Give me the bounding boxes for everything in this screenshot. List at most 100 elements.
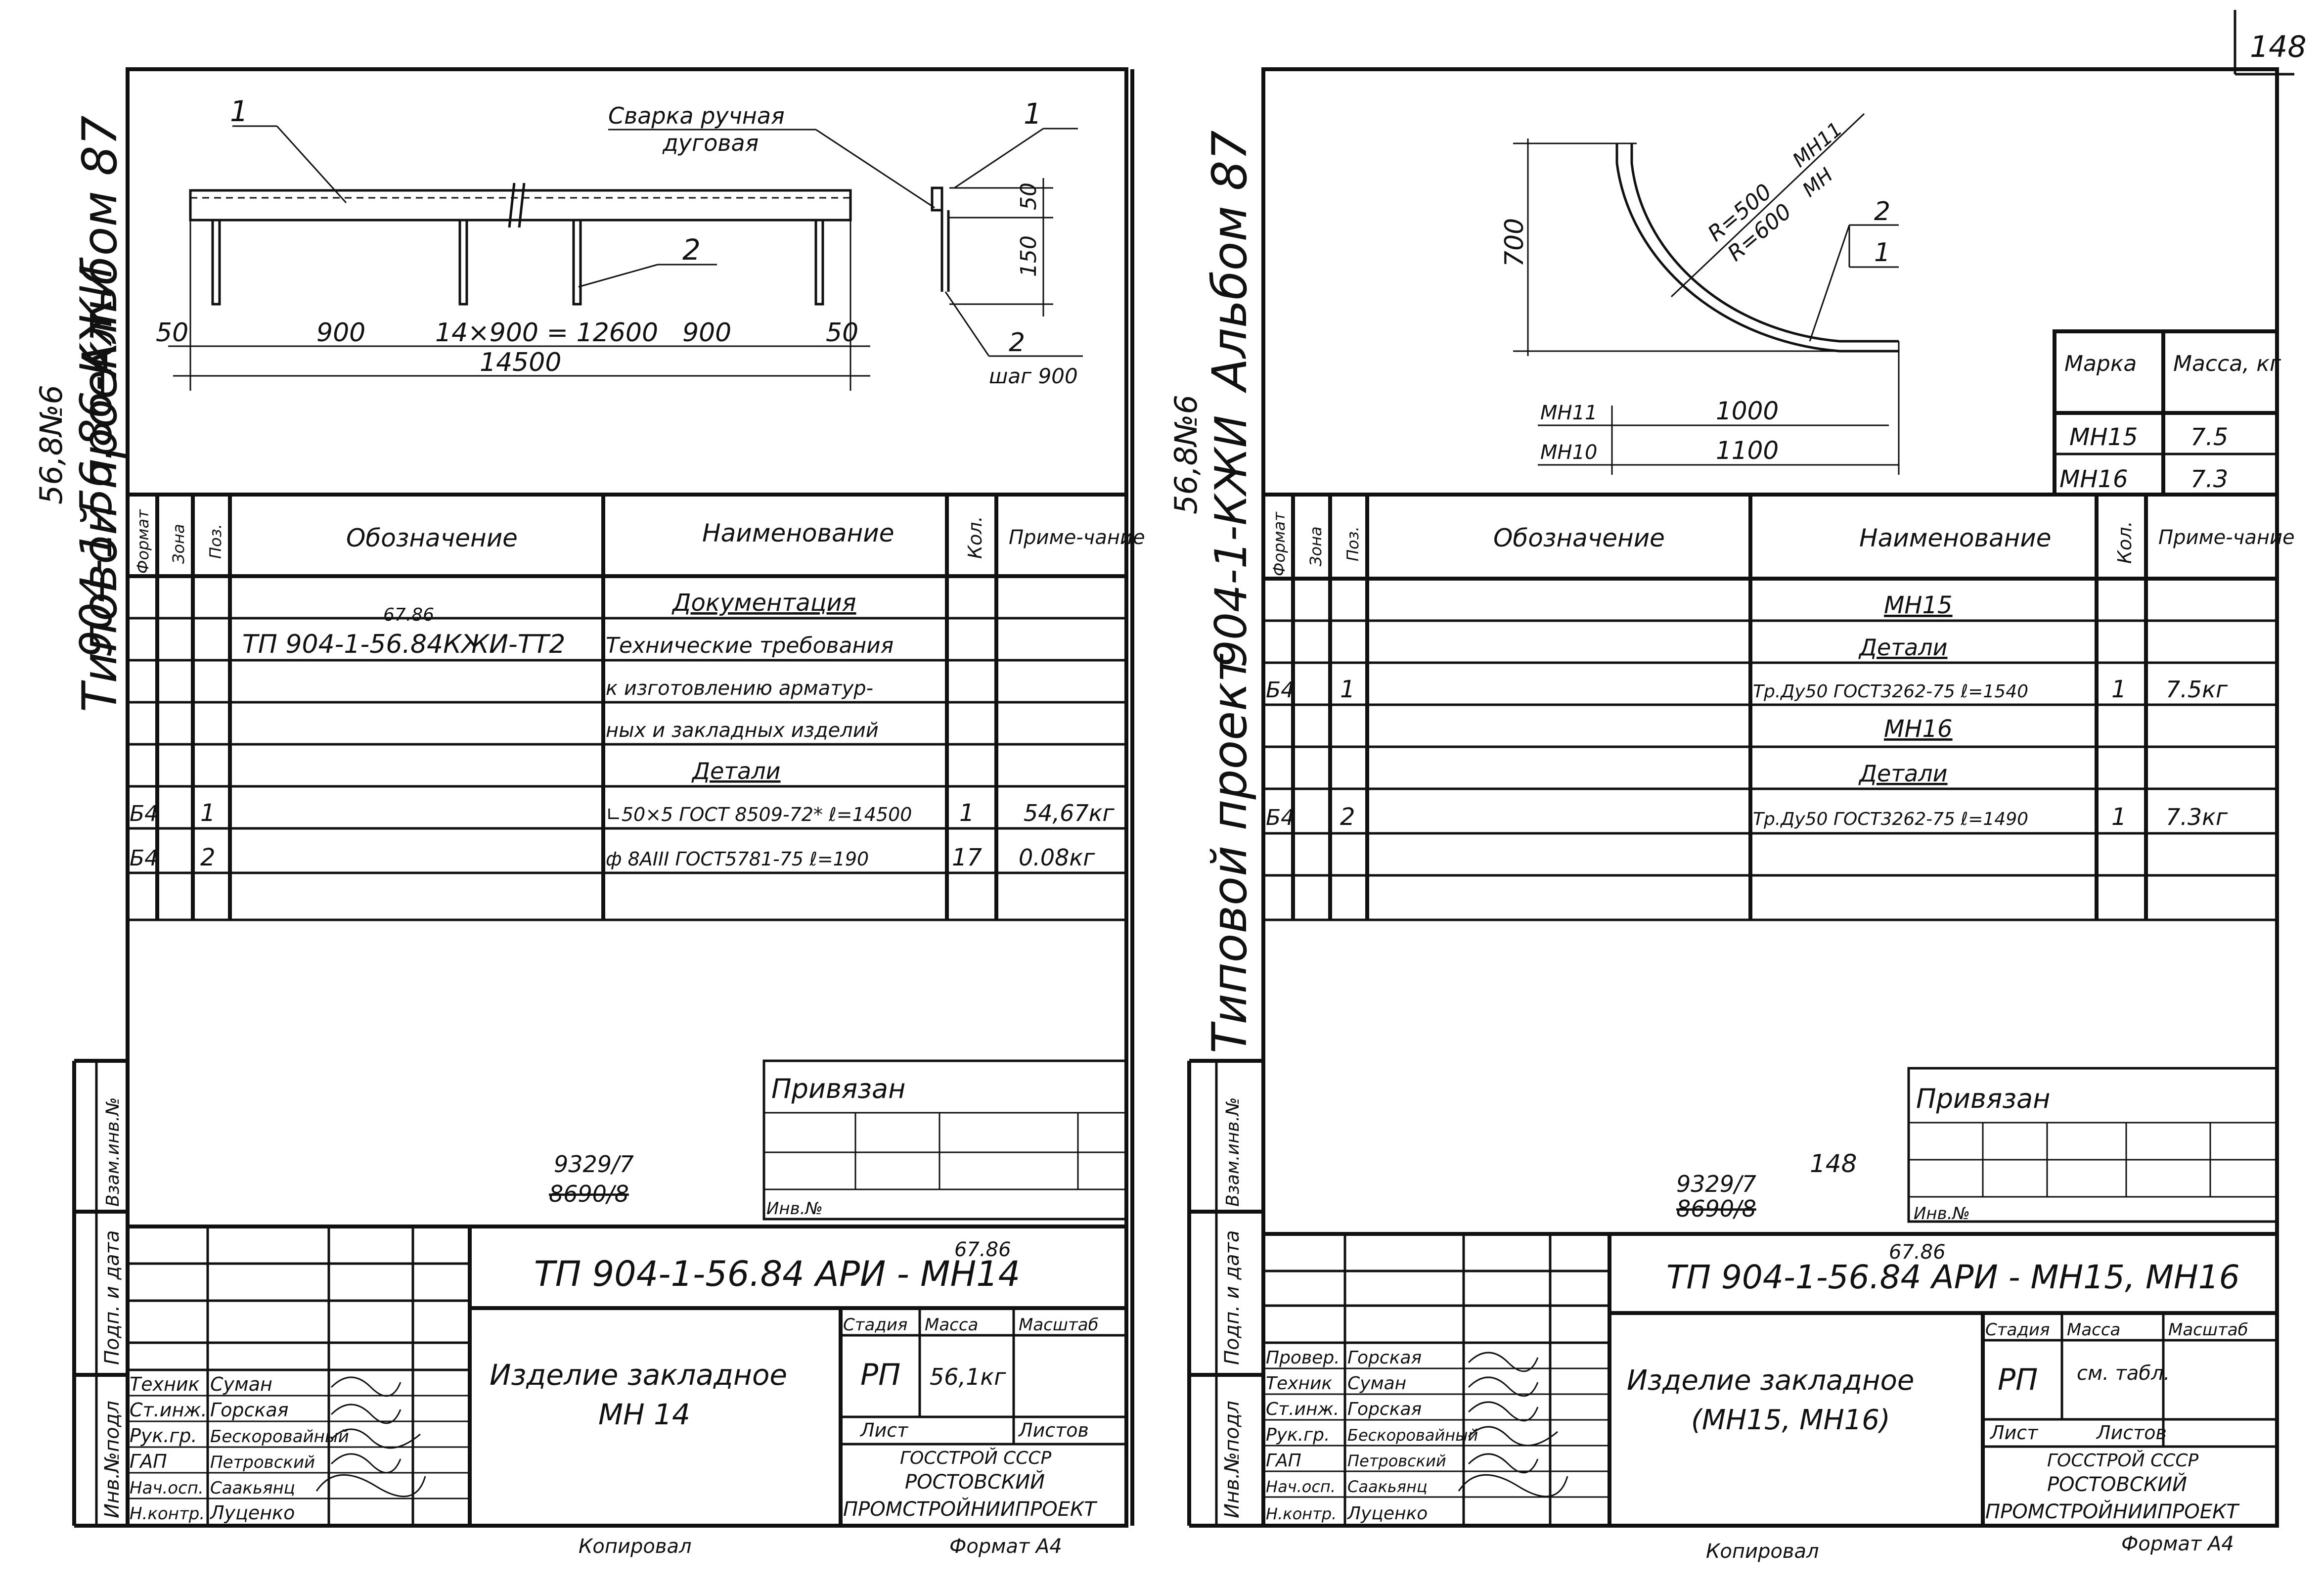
left-spec-header-pos: Поз. — [206, 524, 225, 559]
svg-text:Рук.гр.: Рук.гр. — [130, 1425, 197, 1447]
svg-text:1: 1 — [959, 799, 975, 827]
svg-text:Ст.инж.: Ст.инж. — [130, 1399, 207, 1421]
svg-text:17: 17 — [952, 844, 983, 871]
left-spec-header-format: Формат — [134, 509, 152, 574]
left-spec-header-name: Наименование — [702, 519, 894, 547]
signature-image — [330, 1428, 421, 1449]
left-sec-step: шаг 900 — [989, 364, 1078, 388]
svg-text:МН15: МН15 — [2069, 423, 2138, 451]
left-mass: 56,1кг — [930, 1363, 1006, 1390]
svg-text:Наименование: Наименование — [1859, 524, 2052, 552]
svg-text:7.3кг: 7.3кг — [2166, 804, 2228, 830]
left-album: Альбом 87 — [72, 115, 128, 379]
svg-text:Лист: Лист — [1989, 1422, 2039, 1444]
svg-text:Провер.: Провер. — [1266, 1348, 1340, 1368]
left-side-label-sign: Подп. и дата — [101, 1230, 124, 1365]
left-section-drawing: 1 50 150 2 шаг 900 — [931, 97, 1083, 388]
svg-text:Технические требования: Технические требования — [606, 633, 894, 658]
left-title-block: Техник Суман Ст.инж. Горская Рук.гр. Бес… — [128, 1225, 1126, 1526]
svg-text:Тр.Ду50 ГОСТ3262-75 ℓ=1540: Тр.Ду50 ГОСТ3262-75 ℓ=1540 — [1753, 681, 2028, 702]
left-attached-label: Привязан — [771, 1073, 905, 1104]
table-row: Детали — [1858, 634, 1948, 661]
table-row: Детали — [1858, 760, 1948, 787]
svg-text:Б4: Б4 — [130, 801, 158, 826]
left-num-current: 9329/7 — [554, 1151, 634, 1178]
svg-text:Стадия: Стадия — [843, 1315, 907, 1335]
right-dim-700: 700 — [1500, 218, 1529, 267]
svg-text:7.5: 7.5 — [2190, 423, 2228, 451]
svg-text:Бескоровайный: Бескоровайный — [210, 1427, 349, 1447]
svg-text:Обозначение: Обозначение — [1493, 524, 1665, 552]
left-sec-dim-50: 50 — [1016, 182, 1041, 210]
svg-text:Детали: Детали — [1858, 634, 1948, 661]
svg-text:1: 1 — [2111, 803, 2127, 831]
left-side-stamp: Инв.№подл Подп. и дата Взам.инв.№ — [72, 1059, 128, 1528]
table-row: Б4 2 ф 8АIII ГОСТ5781-75 ℓ=190 17 0.08кг — [130, 844, 1095, 871]
svg-text:Луценко: Луценко — [209, 1502, 295, 1524]
svg-text:Кол.: Кол. — [2114, 521, 2136, 564]
svg-text:2: 2 — [1340, 803, 1355, 831]
right-attached-box: Привязан Инв.№ 9329/7 148 8690/8 — [1676, 1067, 2279, 1224]
right-series-code: 904-1-КЖИ — [1206, 415, 1256, 668]
left-item-title: Изделие закладное — [490, 1358, 787, 1392]
page-number: 148 — [2250, 30, 2307, 64]
left-copied: Копировал — [579, 1535, 692, 1558]
svg-text:148: 148 — [1810, 1149, 1857, 1178]
left-weld-note-2: дуговая — [662, 130, 759, 156]
svg-text:ТП 904-1-56.84КЖИ-ТТ2: ТП 904-1-56.84КЖИ-ТТ2 — [242, 630, 565, 659]
svg-text:РП: РП — [1998, 1362, 2038, 1397]
svg-text:Привязан: Привязан — [1916, 1083, 2050, 1114]
svg-text:ГОССТРОЙ СССР: ГОССТРОЙ СССР — [2047, 1450, 2198, 1471]
right-series-top: 56,8№6 — [1168, 395, 1204, 514]
left-sec-leader-1: 1 — [1024, 97, 1042, 131]
right-row-1-dim: 1000 — [1716, 397, 1779, 425]
left-leader-2: 2 — [682, 233, 701, 267]
svg-text:Масштаб: Масштаб — [2168, 1320, 2248, 1340]
left-spec-header-qty: Кол. — [964, 516, 986, 559]
svg-text:Луценко: Луценко — [1346, 1503, 1428, 1524]
left-org-1: ГОССТРОЙ СССР — [900, 1448, 1051, 1468]
right-side-stamp: Инв.№подл Подп. и дата Взам.инв.№ — [1187, 1059, 1263, 1528]
svg-text:Формат: Формат — [1270, 511, 1289, 576]
svg-text:1: 1 — [1340, 676, 1355, 703]
left-title-correction: 67.86 — [954, 1238, 1011, 1261]
svg-text:ф 8АIII ГОСТ5781-75 ℓ=190: ф 8АIII ГОСТ5781-75 ℓ=190 — [606, 848, 869, 870]
svg-text:Горская: Горская — [210, 1399, 289, 1421]
signature-image — [1468, 1426, 1558, 1447]
svg-text:Масса: Масса — [2067, 1320, 2120, 1340]
svg-text:Петровский: Петровский — [1347, 1452, 1446, 1470]
left-spec-header-designation: Обозначение — [346, 524, 518, 552]
left-dim-total: 14500 — [480, 348, 561, 377]
left-dim-50-left: 50 — [156, 318, 188, 348]
svg-text:Нач.осп.: Нач.осп. — [130, 1478, 204, 1498]
svg-text:Листов: Листов — [2096, 1422, 2167, 1444]
left-sec-leader-2: 2 — [1009, 328, 1025, 358]
table-row: Детали — [691, 758, 781, 784]
left-project-type: Типовой проект — [72, 312, 128, 712]
left-spec-header-note: Приме-чание — [1009, 526, 1145, 549]
left-dim-900-right: 900 — [682, 318, 731, 348]
svg-text:Петровский: Петровский — [210, 1453, 315, 1472]
svg-text:ГАП: ГАП — [1266, 1451, 1301, 1471]
svg-text:Суман: Суман — [210, 1373, 272, 1395]
left-dim-mid: 14×900 = 12600 — [435, 318, 658, 348]
svg-text:Н.контр.: Н.контр. — [1266, 1504, 1337, 1523]
svg-text:Техник: Техник — [130, 1373, 200, 1395]
left-spec-table: Формат Зона Поз. Обозначение Наименовани… — [128, 493, 1145, 921]
svg-text:Копировал: Копировал — [1706, 1540, 1819, 1563]
left-frame — [126, 67, 1128, 1528]
svg-text:1: 1 — [200, 799, 216, 827]
svg-text:Б4: Б4 — [1266, 678, 1295, 703]
table-row: 67.86 ТП 904-1-56.84КЖИ-ТТ2 Технические … — [242, 605, 894, 659]
left-sheet: Типовой проект 904-1-56.86-КЖИ 56,8№6 Ал… — [33, 67, 1145, 1558]
svg-text:67.86: 67.86 — [1889, 1241, 1946, 1264]
svg-text:Детали: Детали — [691, 758, 781, 784]
table-row: Б4 2 Тр.Ду50 ГОСТ3262-75 ℓ=1490 1 7.3кг — [1266, 803, 2228, 831]
svg-text:ПРОМСТРОЙНИИПРОЕКТ: ПРОМСТРОЙНИИПРОЕКТ — [1985, 1499, 2240, 1523]
left-side-label-replace: Взам.инв.№ — [103, 1097, 123, 1207]
svg-text:∟50×5 ГОСТ 8509-72* ℓ=14500: ∟50×5 ГОСТ 8509-72* ℓ=14500 — [606, 804, 912, 825]
left-format: Формат А4 — [949, 1535, 1062, 1558]
svg-text:Масса: Масса — [925, 1315, 978, 1335]
svg-text:Формат А4: Формат А4 — [2121, 1533, 2234, 1555]
